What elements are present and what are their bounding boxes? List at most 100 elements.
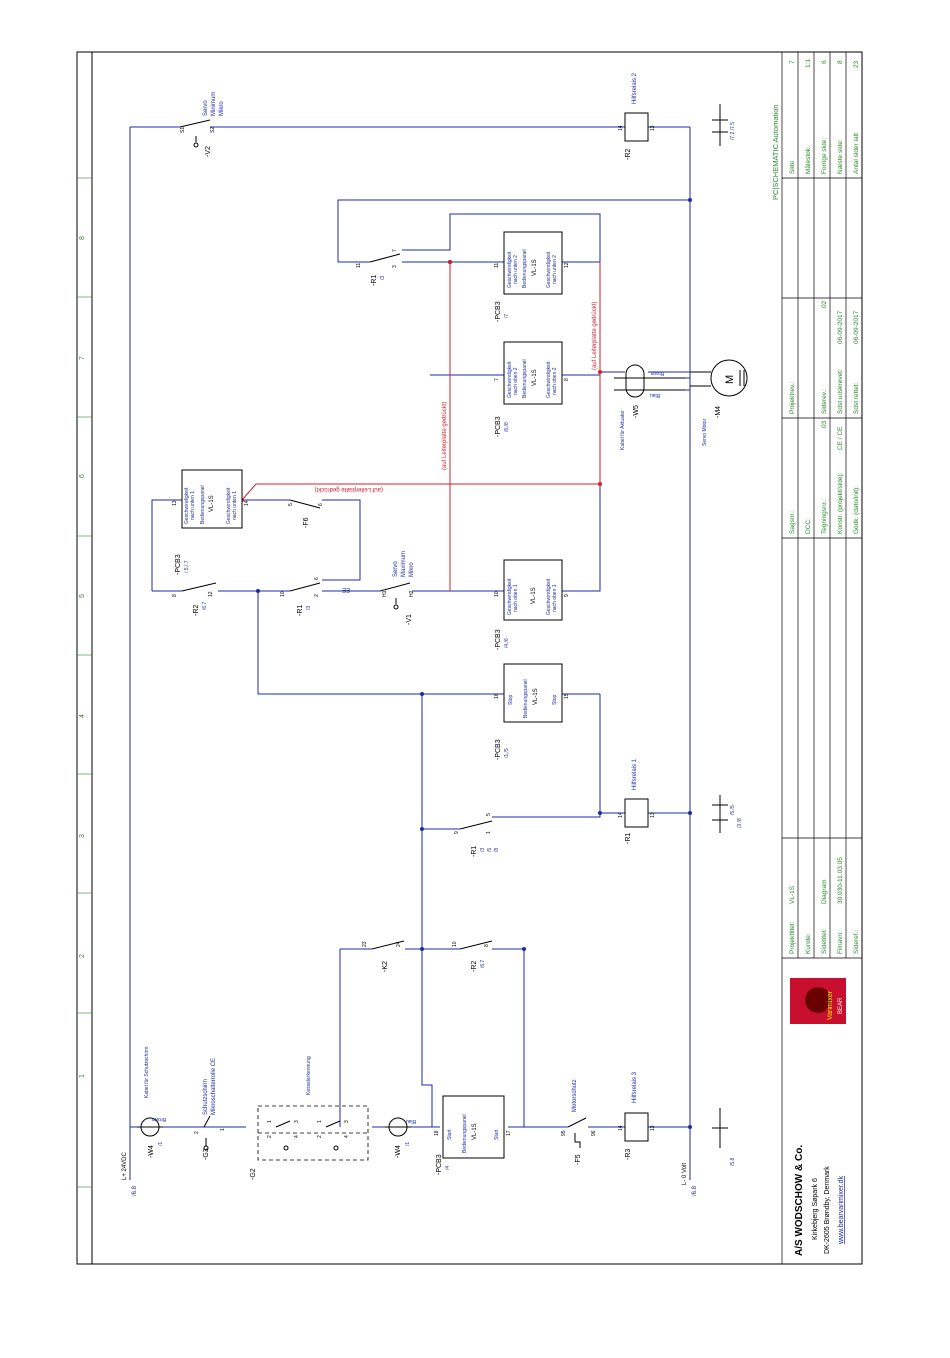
diagram-label: Bedienungspanel [522, 359, 528, 398]
ee-label: EE [342, 586, 350, 592]
diagram-label: Stop [552, 694, 558, 705]
diagram-label: Tegningsnr.: [821, 499, 828, 534]
diagram-label: 5 [486, 813, 492, 816]
diagram-label: 8 [172, 594, 178, 597]
diagram-label: -PCB3 [495, 629, 502, 650]
diagram-label: Bedienungspanel [522, 249, 528, 288]
diagram-label: Servo [203, 100, 209, 116]
diagram-label: -F6 [303, 517, 310, 528]
grid-number: 5 [79, 594, 86, 598]
diagram-label: Forrige side: [821, 138, 828, 174]
diagram-label: 3 [344, 1120, 350, 1123]
diagram-label: Geschwindigkeit [184, 487, 190, 524]
diagram-label: Geschwindigkeit [226, 487, 232, 524]
g2-kessel: -G2 Kesselerkennung 1 2 3 4 1 2 3 4 [250, 1056, 369, 1180]
diagram-label: 7 [392, 249, 398, 252]
diagram-label: -PCB3 [495, 739, 502, 760]
v1-microswitch: -V1 Servo Maximum Mikro H1 H2 [379, 551, 415, 625]
diagram-label: S1 [180, 127, 186, 133]
diagram-label: /4 [445, 1166, 451, 1170]
diagram-label: CE / CE [837, 426, 844, 450]
diagram-label: 95 [561, 1130, 567, 1136]
diagram-label: /.5,/.7 [184, 560, 190, 573]
supply-bottom-ref: /6.8 [692, 1185, 698, 1196]
grid-ticks [77, 177, 92, 1188]
grid-number: 2 [79, 954, 86, 958]
pcb3-down1: -PCB3 /.5,/.7 Geschwindigkeit nach unten… [172, 469, 250, 575]
diagram-label: 13 [650, 812, 656, 818]
diagram-label: /5.8 [730, 1157, 736, 1166]
diagram-label: 30.030-11.03.05 [837, 857, 844, 904]
diagram-label: 02 [821, 300, 828, 308]
diagram-label: Hilfsrelais 1 [632, 758, 638, 790]
diagram-label: 13 [650, 1125, 656, 1131]
supply-top-ref: /6.8 [132, 1185, 138, 1196]
diagram-label: 1 [486, 831, 492, 834]
diagram-label: /1 [158, 1142, 164, 1146]
diagram-label: H2 [409, 590, 415, 597]
v2-microswitch: -V2 Servo Minimum Mikro S1 S2 [179, 92, 225, 157]
diagram-label: 3 [294, 1120, 300, 1123]
diagram-label: VL-1S [531, 587, 537, 604]
diagram-label: Mikroschalterrolle CE [211, 1058, 217, 1115]
diagram-label: VL-1S [533, 688, 539, 705]
r2-contact-b: -R2 /6.7 8 12 [172, 582, 217, 616]
grid-number: 8 [79, 236, 86, 240]
diagram-label: 4 [344, 1135, 350, 1138]
diagram-label: nach unten 1 [232, 491, 238, 520]
diagram-label: /5 /5 [730, 805, 736, 815]
diagram-label: 16 [494, 693, 500, 699]
diagram-label: 7 [789, 60, 796, 64]
diagram-label: 12 [208, 591, 214, 597]
supply-top-label: L+ 24VDC [122, 1151, 128, 1180]
diagram-label: Geschwindigkeit [546, 251, 552, 288]
pcb3-start: -PCB3 /4 Start Bedienungspanel VL-1S Sta… [434, 1095, 512, 1175]
diagram-label: Sdst udskrevet: [837, 369, 844, 414]
diagram-label: /5 [487, 848, 493, 852]
diagram-label: Geschwindigkeit [546, 578, 552, 615]
diagram-label: nach oben 2 [552, 367, 558, 395]
diagram-label: -PCB3 [175, 554, 182, 575]
diagram-label: Målestok: [804, 146, 812, 174]
diagram-label: 2 [314, 594, 320, 597]
diagram-label: 6 [318, 503, 324, 506]
diagram-label: Sdst rettet: [853, 382, 860, 414]
diagram-label: Servo [393, 561, 399, 577]
r2-relay-coil: -R2 Hilfsrelais 2 14 13 /7.2 /7.5 [618, 72, 736, 160]
diagram-label: VL-1S [532, 369, 538, 386]
diagram-label: Filnavn: [837, 931, 844, 954]
diagram-label: -V1 [406, 614, 413, 625]
diagram-label: BEAR [838, 997, 844, 1014]
diagram-label: -W4 [395, 1145, 402, 1158]
diagram-label: Diagram [821, 879, 828, 904]
diagram-label: 06-09-2017 [853, 310, 860, 344]
diagram-label: Mikro [219, 101, 225, 116]
g3-switch: -G3 Schutzschirm Mikroschalterrolle CE 2… [194, 1058, 226, 1160]
diagram-label: 10 [280, 591, 286, 597]
diagram-label: nach oben 1 [513, 584, 519, 612]
diagram-label: Start [494, 1129, 500, 1140]
diagram-label: -G3 [203, 1148, 210, 1160]
diagram-label: -PCB3 [495, 301, 502, 322]
grid-number: 7 [79, 356, 86, 360]
diagram-label: /4,/6 [504, 638, 510, 648]
diagram-label: -V2 [205, 146, 212, 157]
diagram-label: Godk. (dato/init): [853, 486, 860, 534]
supply-labels: L+ 24VDC /6.8 L- 0 Volt /6.8 [122, 1151, 698, 1196]
diagram-label: /6,/8 [504, 422, 510, 432]
diagram-label: S2 [210, 127, 216, 133]
diagram-label: Blau [406, 1118, 416, 1124]
diagram-label: 7 [494, 378, 500, 381]
diagram-label: 3 [392, 265, 398, 268]
red-note-vertical-1: (auf Leiterplatte gedrückt) [442, 402, 448, 470]
r1-contact-b: -R1 /3 10 2 6 EE [280, 577, 350, 616]
diagram-label: 03 [821, 420, 828, 428]
diagram-label: Sidetitel: [821, 929, 828, 954]
diagram-label: 1 [220, 1128, 226, 1131]
company-web-link: www.bearvarimixer.dk [838, 1175, 845, 1245]
diagram-label: 14 [618, 812, 624, 818]
diagram-label: 11 [494, 263, 500, 268]
diagram-label: Kabel für Aktuator [620, 410, 626, 450]
